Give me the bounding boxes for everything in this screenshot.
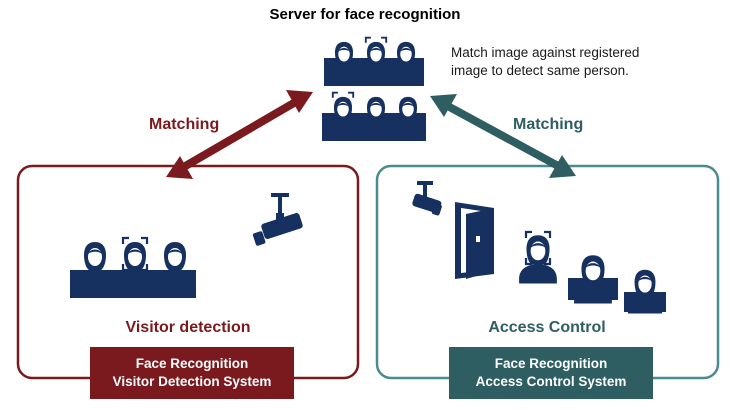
door-icon [455,202,494,279]
server-description: Match image against registered image to … [451,44,691,80]
description-line: Match image against registered [451,45,640,60]
visitor-people-icon [70,236,196,298]
visitor-section-title: Visitor detection [125,319,251,336]
security-camera-icon [252,193,303,246]
matching-arrow-right [430,94,576,178]
description-line: image to detect same person. [451,63,629,78]
server-faces-icon [322,36,426,141]
system-label-line: Visitor Detection System [112,374,272,389]
security-camera-icon [412,181,442,216]
system-label-line: Face Recognition [494,356,608,371]
system-label-line: Access Control System [475,374,627,389]
access-people-icon [519,230,666,314]
matching-label-right: Matching [513,116,584,133]
access-system-label: Face Recognition Access Control System [449,347,653,399]
page-title: Server for face recognition [269,6,461,23]
visitor-system-label: Face Recognition Visitor Detection Syste… [90,347,294,399]
access-section-title: Access Control [488,319,606,336]
matching-arrow-left [166,90,313,179]
matching-label-left: Matching [149,116,220,133]
system-label-line: Face Recognition [135,356,249,371]
